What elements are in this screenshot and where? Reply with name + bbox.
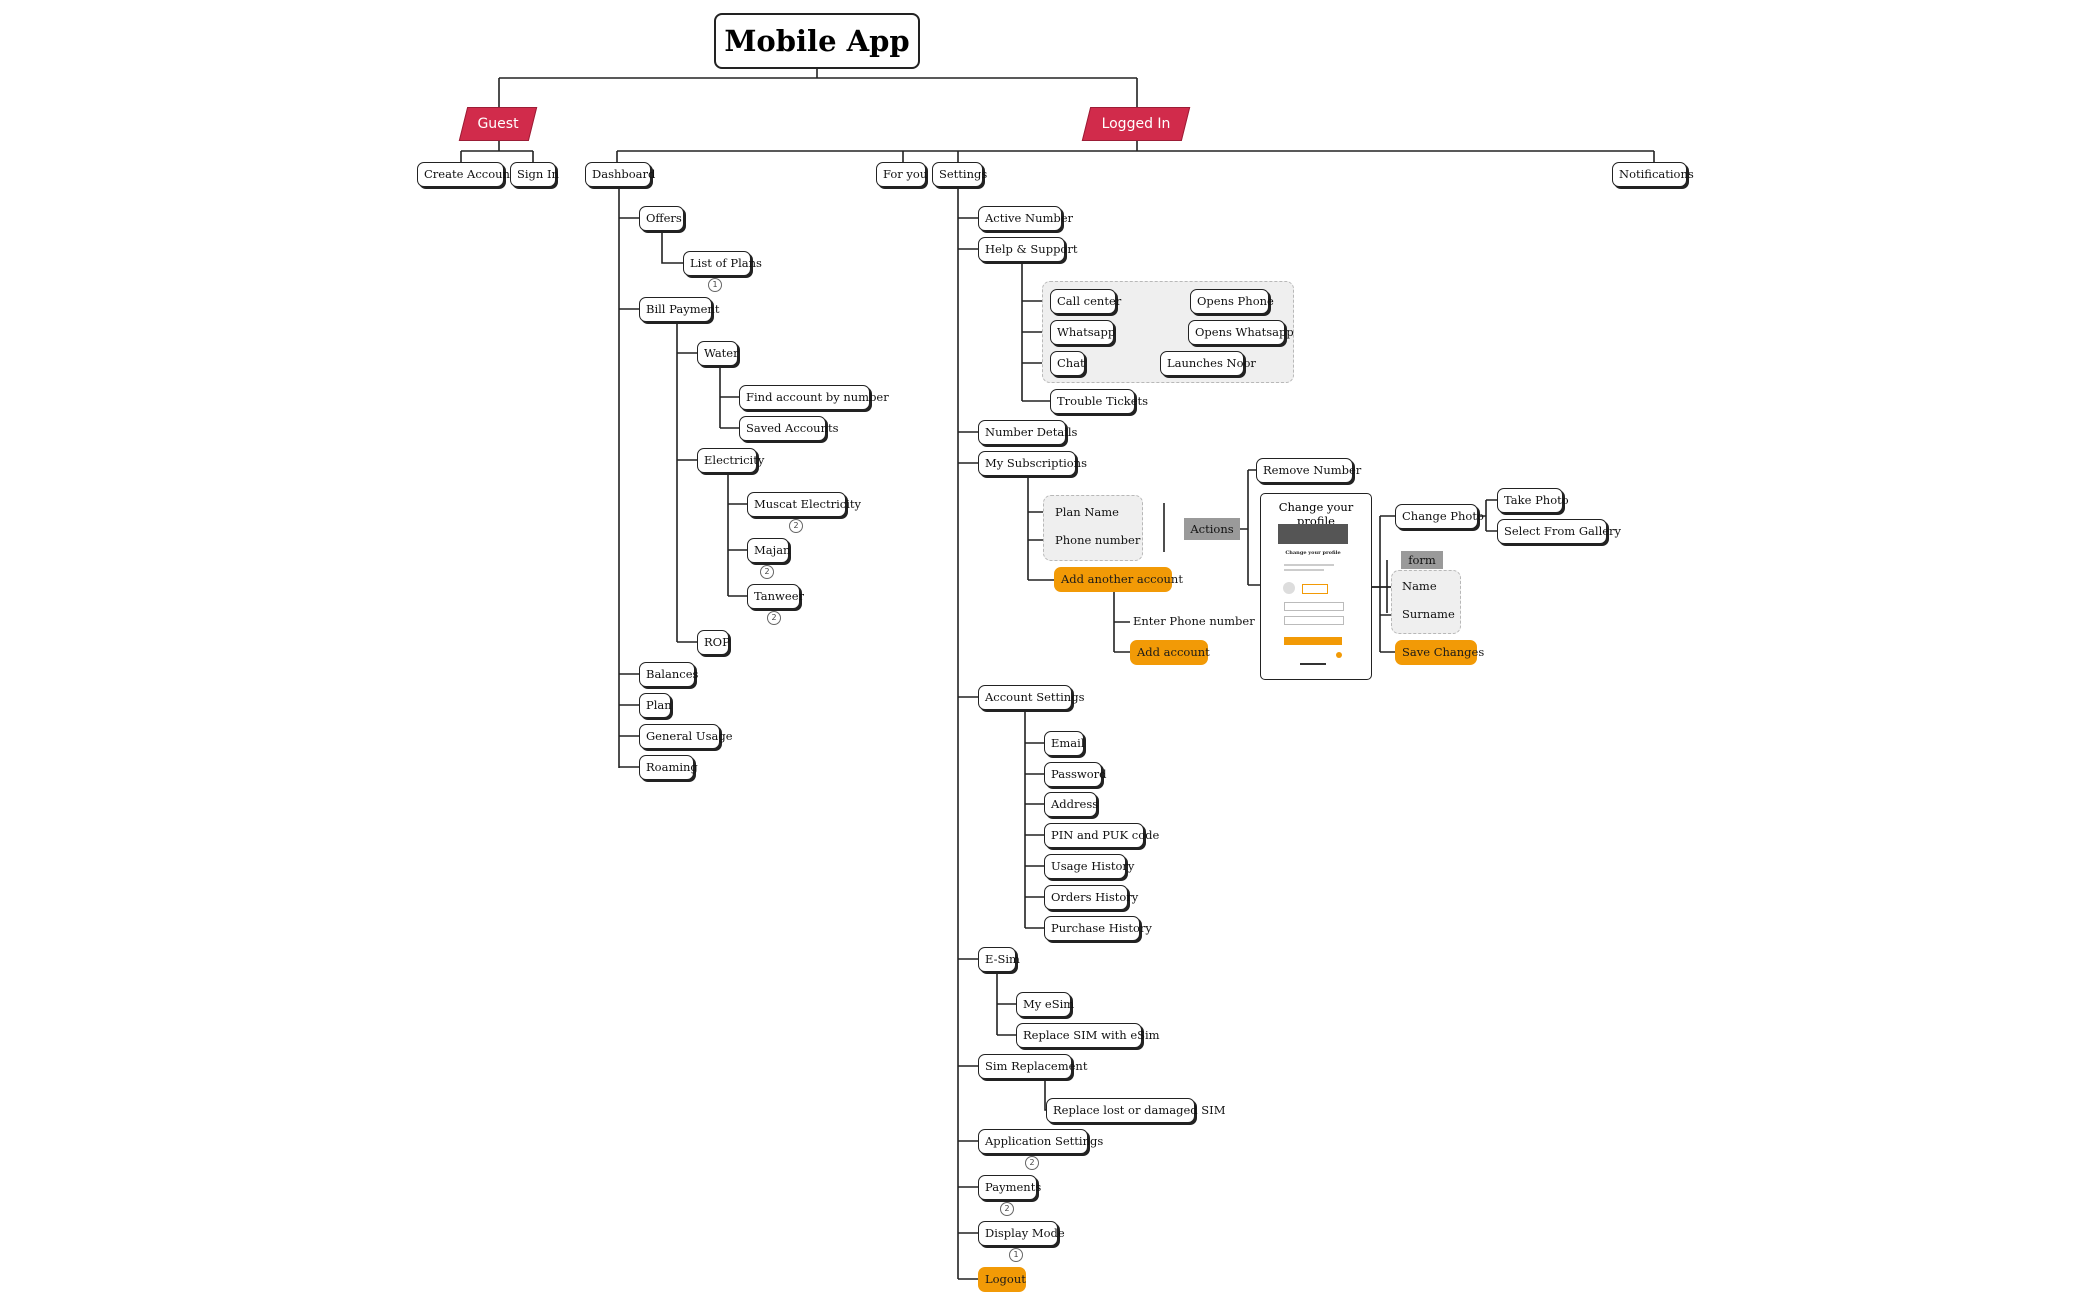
phone-mockup-screen: Change your profile: [1278, 524, 1348, 668]
node-take-photo[interactable]: Take Photo: [1497, 488, 1569, 513]
node-orders-history[interactable]: Orders History: [1044, 885, 1138, 910]
node-replace-lost-or-damaged-sim[interactable]: Replace lost or damaged SIM: [1046, 1098, 1225, 1123]
node-muscat-electricity[interactable]: Muscat Electricity: [747, 492, 861, 517]
node-settings[interactable]: Settings: [932, 162, 987, 187]
label-surname: Surname: [1402, 607, 1455, 621]
node-for-you[interactable]: For you: [876, 162, 927, 187]
node-dashboard[interactable]: Dashboard: [585, 162, 655, 187]
guest-label: Guest: [477, 116, 519, 132]
badge-list-of-plans: 1: [708, 278, 722, 292]
node-plan[interactable]: Plan: [639, 693, 672, 718]
node-tanweer[interactable]: Tanweer: [747, 584, 804, 609]
change-profile-phone-mockup[interactable]: Change your profile Change your profile: [1260, 493, 1372, 680]
node-call-center[interactable]: Call center: [1050, 289, 1121, 314]
form-tag: form: [1401, 551, 1443, 569]
save-changes-button[interactable]: Save Changes: [1395, 640, 1484, 665]
add-account-button[interactable]: Add account: [1130, 640, 1210, 665]
node-bill-payment[interactable]: Bill Payment: [639, 297, 719, 322]
phone-screen-outline-button: [1302, 584, 1328, 594]
node-trouble-tickets[interactable]: Trouble Tickets: [1050, 389, 1148, 414]
node-help-support[interactable]: Help & Support: [978, 237, 1077, 262]
node-find-account-by-number[interactable]: Find account by number: [739, 385, 889, 410]
node-roaming[interactable]: Roaming: [639, 755, 698, 780]
node-create-account[interactable]: Create Account: [417, 162, 515, 187]
badge-payments: 2: [1000, 1202, 1014, 1216]
phone-screen-line: [1284, 569, 1324, 571]
node-my-subscriptions[interactable]: My Subscriptions: [978, 451, 1087, 476]
node-usage-history[interactable]: Usage History: [1044, 854, 1134, 879]
node-payments[interactable]: Payments: [978, 1175, 1041, 1200]
node-remove-number[interactable]: Remove Number: [1256, 458, 1361, 483]
form-fields-group: [1391, 570, 1461, 634]
node-application-settings[interactable]: Application Settings: [978, 1129, 1103, 1154]
phone-screen-line: [1284, 564, 1334, 566]
node-launches-noor[interactable]: Launches Noor: [1160, 351, 1256, 376]
badge-display-mode: 1: [1009, 1248, 1023, 1262]
node-active-number[interactable]: Active Number: [978, 206, 1073, 231]
label-plan-name: Plan Name: [1055, 505, 1119, 519]
subscription-details-group: [1043, 495, 1143, 561]
node-replace-sim-with-esim[interactable]: Replace SIM with eSim: [1016, 1023, 1160, 1048]
node-majan[interactable]: Majan: [747, 538, 790, 563]
badge-majan: 2: [760, 565, 774, 579]
phone-screen-heading: Change your profile: [1285, 550, 1341, 556]
badge-tanweer: 2: [767, 611, 781, 625]
node-balances[interactable]: Balances: [639, 662, 698, 687]
node-rop[interactable]: ROP: [697, 630, 730, 655]
label-phone-number: Phone number: [1055, 533, 1141, 547]
node-my-esim[interactable]: My eSim: [1016, 992, 1074, 1017]
node-electricity[interactable]: Electricity: [697, 448, 764, 473]
badge-application-settings: 2: [1025, 1156, 1039, 1170]
node-pin-puk-code[interactable]: PIN and PUK code: [1044, 823, 1159, 848]
node-select-from-gallery[interactable]: Select From Gallery: [1497, 519, 1621, 544]
node-sign-in[interactable]: Sign In: [510, 162, 559, 187]
logout-button[interactable]: Logout: [978, 1267, 1026, 1292]
root-mobile-app: Mobile App: [714, 13, 920, 69]
node-address[interactable]: Address: [1044, 792, 1098, 817]
node-change-photo[interactable]: Change Photo: [1395, 504, 1484, 529]
node-notifications[interactable]: Notifications: [1612, 162, 1694, 187]
node-password[interactable]: Password: [1044, 762, 1107, 787]
node-whatsapp[interactable]: Whatsapp: [1050, 320, 1115, 345]
phone-screen-home-indicator: [1300, 663, 1326, 665]
node-general-usage[interactable]: General Usage: [639, 724, 733, 749]
phone-screen-field: [1284, 602, 1344, 611]
node-purchase-history[interactable]: Purchase History: [1044, 916, 1152, 941]
logged-in-label: Logged In: [1101, 116, 1171, 132]
node-water[interactable]: Water: [697, 341, 739, 366]
label-name: Name: [1402, 579, 1437, 593]
node-esim[interactable]: E-Sim: [978, 947, 1020, 972]
node-email[interactable]: Email: [1044, 731, 1085, 756]
node-opens-whatsapp[interactable]: Opens Whatsapp: [1188, 320, 1294, 345]
phone-screen-field: [1284, 616, 1344, 625]
add-another-account-button[interactable]: Add another account: [1054, 567, 1183, 592]
logged-in-node[interactable]: Logged In: [1081, 107, 1191, 141]
node-sim-replacement[interactable]: Sim Replacement: [978, 1054, 1087, 1079]
node-account-settings[interactable]: Account Settings: [978, 685, 1084, 710]
guest-node[interactable]: Guest: [458, 107, 538, 141]
phone-screen-save-button: [1284, 637, 1342, 645]
node-offers[interactable]: Offers: [639, 206, 684, 231]
phone-screen-top-bar: [1278, 524, 1348, 544]
actions-tag[interactable]: Actions: [1184, 518, 1240, 540]
node-number-details[interactable]: Number Details: [978, 420, 1077, 445]
node-chat[interactable]: Chat: [1050, 351, 1085, 376]
node-opens-phone[interactable]: Opens Phone: [1190, 289, 1274, 314]
label-enter-phone-number: Enter Phone number: [1133, 614, 1255, 628]
node-saved-accounts[interactable]: Saved Accounts: [739, 416, 839, 441]
badge-muscat-electricity: 2: [789, 519, 803, 533]
node-display-mode[interactable]: Display Mode: [978, 1221, 1065, 1246]
avatar: [1283, 582, 1295, 594]
node-list-of-plans[interactable]: List of Plans: [683, 251, 762, 276]
phone-screen-dot: [1336, 652, 1342, 658]
